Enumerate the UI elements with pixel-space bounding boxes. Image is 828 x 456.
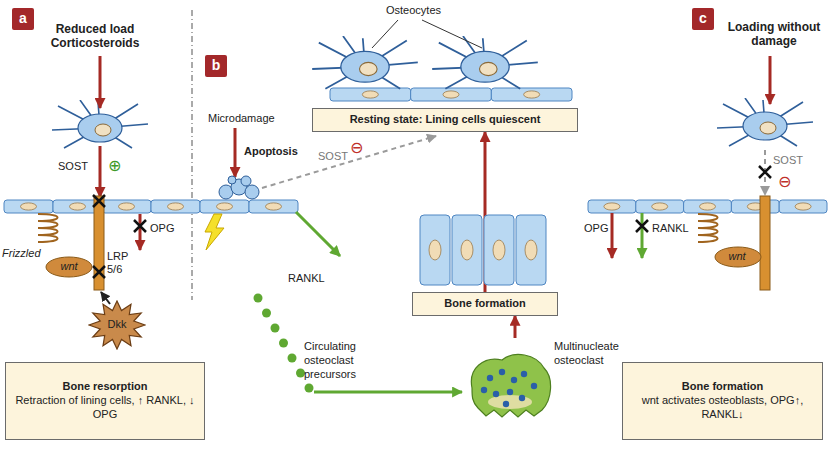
node-body: wnt activates osteoblasts, OPG↑, RANKL↓ — [629, 394, 816, 422]
diagram-label: Frizzled — [2, 247, 41, 260]
node-text: a — [19, 10, 27, 28]
node-text: c — [699, 10, 707, 28]
diagram-label: SOST — [318, 150, 348, 163]
node-text: Multinucleate osteoclast — [554, 340, 620, 368]
node-text: Bone formation — [444, 297, 525, 311]
node-text: wnt — [60, 260, 77, 274]
node-text: b — [212, 57, 221, 75]
diagram-label: RANKL — [288, 272, 325, 285]
shape-node: Multinucleate osteoclast — [462, 338, 622, 420]
shape-node: Circulating osteoclast precursors — [250, 292, 375, 400]
diagram-label: Reduced load Corticosteroids — [30, 22, 160, 51]
diagram-label: Microdamage — [208, 112, 275, 125]
node-text: Bone formation — [682, 380, 763, 394]
diagram-label: Loading without damage — [725, 20, 823, 49]
flow-arrow — [375, 391, 462, 394]
diagram-label: ⊖ — [350, 138, 363, 157]
diagram-label: ⊕ — [108, 156, 121, 175]
panel-badge: b — [205, 55, 227, 77]
node-text: Dkk — [108, 318, 127, 332]
diagram-label: SOST — [58, 160, 88, 173]
diagram-label: Apoptosis — [244, 145, 298, 158]
shape-node: wnt — [714, 246, 760, 268]
node-body: Retraction of lining cells, ↑ RANKL, ↓ O… — [12, 394, 198, 422]
node-text: Bone resorption — [63, 380, 148, 394]
caption-box: Resting state: Lining cells quiescent — [312, 108, 578, 132]
node-text: Resting state: Lining cells quiescent — [350, 113, 541, 127]
shape-node: wnt — [45, 256, 93, 278]
diagram-label: Osteocytes — [386, 4, 441, 17]
diagram-label: OPG — [584, 222, 608, 235]
flow-arrow — [514, 316, 517, 338]
caption-box: Bone formation — [412, 292, 558, 316]
diagram-label: LRP 5/6 — [107, 250, 133, 276]
diagram-label: SOST — [773, 154, 803, 167]
diagram-label: OPG — [150, 222, 174, 235]
caption-box: Bone resorptionRetraction of lining cell… — [5, 362, 205, 440]
diagram-label: ⊖ — [778, 172, 791, 191]
node-text: Circulating osteoclast precursors — [304, 340, 374, 381]
panel-badge: c — [692, 8, 714, 30]
caption-box: Bone formationwnt activates osteoblasts,… — [622, 362, 823, 440]
diagram-label: RANKL — [652, 222, 689, 235]
node-text: wnt — [728, 250, 745, 264]
shape-node: Dkk — [88, 300, 146, 350]
panel-badge: a — [12, 8, 34, 30]
